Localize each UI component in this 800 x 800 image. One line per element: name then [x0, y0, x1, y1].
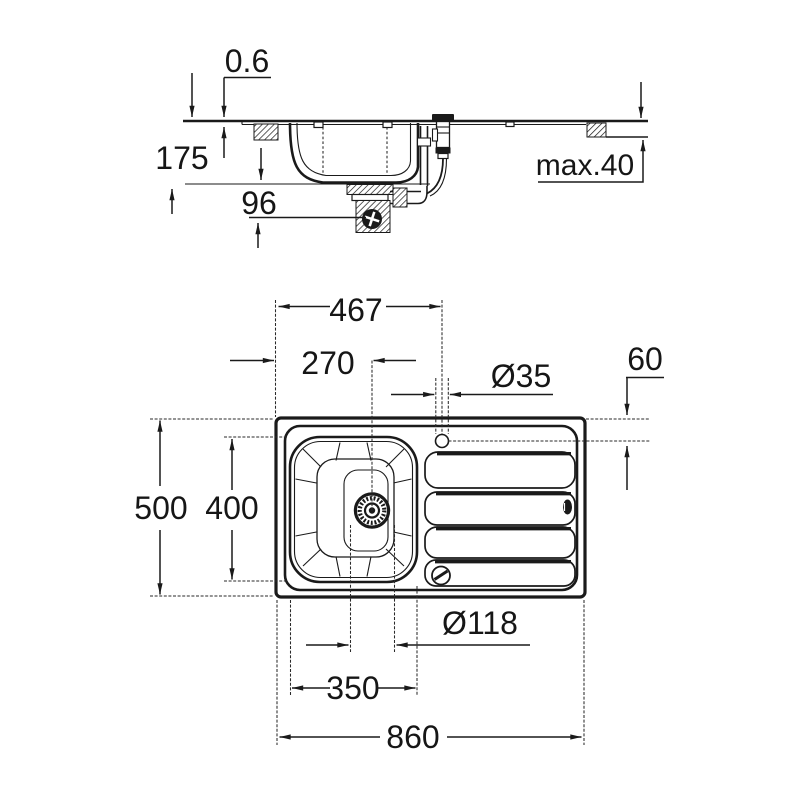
dim-label: 350 — [326, 670, 379, 706]
worktop-section-right — [586, 122, 607, 138]
dim-bowl-length: 400 — [205, 436, 288, 582]
drainboard-groove — [424, 451, 576, 489]
drainboard — [424, 451, 576, 587]
hose-fitting — [437, 152, 449, 160]
dim-label: 500 — [134, 490, 187, 526]
faucet-base — [432, 114, 454, 122]
faucet-hole — [434, 433, 450, 449]
pipe-collar — [392, 187, 408, 208]
drain-knurled-ring — [357, 496, 387, 525]
dim-worktop-thickness: max.40 — [536, 82, 646, 183]
flex-hose — [429, 158, 448, 197]
drainboard-groove — [424, 526, 576, 559]
dim-overall-width: 860 — [276, 600, 585, 755]
dim-label: 0.6 — [225, 43, 269, 79]
dim-label: Ø118 — [442, 605, 518, 641]
dim-label: Ø35 — [491, 358, 551, 394]
dim-rim-height: 0.6 — [189, 43, 271, 117]
shank-bracket — [431, 128, 439, 142]
rim-clamp — [382, 121, 393, 129]
dim-overall-depth: 500 — [134, 418, 274, 597]
dim-bowl-depth: 175 — [155, 127, 264, 214]
drain-flange-lip — [351, 193, 389, 202]
bowl-section-outer — [288, 122, 420, 184]
bowl-section-inner — [296, 122, 412, 177]
dim-drain-from-left: 270 — [230, 345, 416, 381]
dim-bowl-width: 350 — [289, 586, 418, 706]
flex-hose — [426, 158, 444, 195]
overflow-band — [416, 137, 432, 147]
faucet-shank — [435, 120, 451, 149]
drainboard-groove — [424, 491, 576, 526]
bowl-rim-inner — [293, 440, 414, 579]
dim-faucet-from-edge: 60 — [448, 341, 664, 490]
dim-drain-diameter: Ø118 — [306, 525, 530, 652]
dim-label: 270 — [301, 345, 354, 381]
dim-label: 400 — [205, 490, 258, 526]
rim-clamp — [313, 121, 324, 129]
dim-label: max.40 — [536, 149, 634, 182]
trap-screw-cross — [364, 211, 380, 227]
dim-label: 860 — [386, 719, 439, 755]
dim-label: 175 — [155, 140, 208, 176]
drain-flange — [346, 184, 394, 195]
pipe-elbow — [417, 186, 428, 205]
dim-label: 96 — [241, 185, 277, 221]
overflow-screw-slot — [433, 569, 449, 581]
drainboard-clip — [563, 499, 572, 515]
dim-label: 467 — [329, 292, 382, 328]
bowl-floor-outline — [316, 458, 395, 558]
dim-label: 60 — [627, 341, 663, 377]
bowl-facet-lines — [295, 442, 412, 577]
plan-view: 467 270 Ø35 60 500 — [134, 292, 664, 755]
section-view: 0.6 175 96 max.40 — [155, 43, 648, 248]
rim-clamp — [505, 121, 515, 128]
dim-faucet-from-left: 467 — [278, 292, 441, 328]
dim-trap-depth: 96 — [241, 185, 366, 248]
shank-nut — [435, 147, 451, 154]
worktop-section-left — [253, 123, 279, 141]
dim-faucet-hole-diameter: Ø35 — [391, 358, 553, 398]
